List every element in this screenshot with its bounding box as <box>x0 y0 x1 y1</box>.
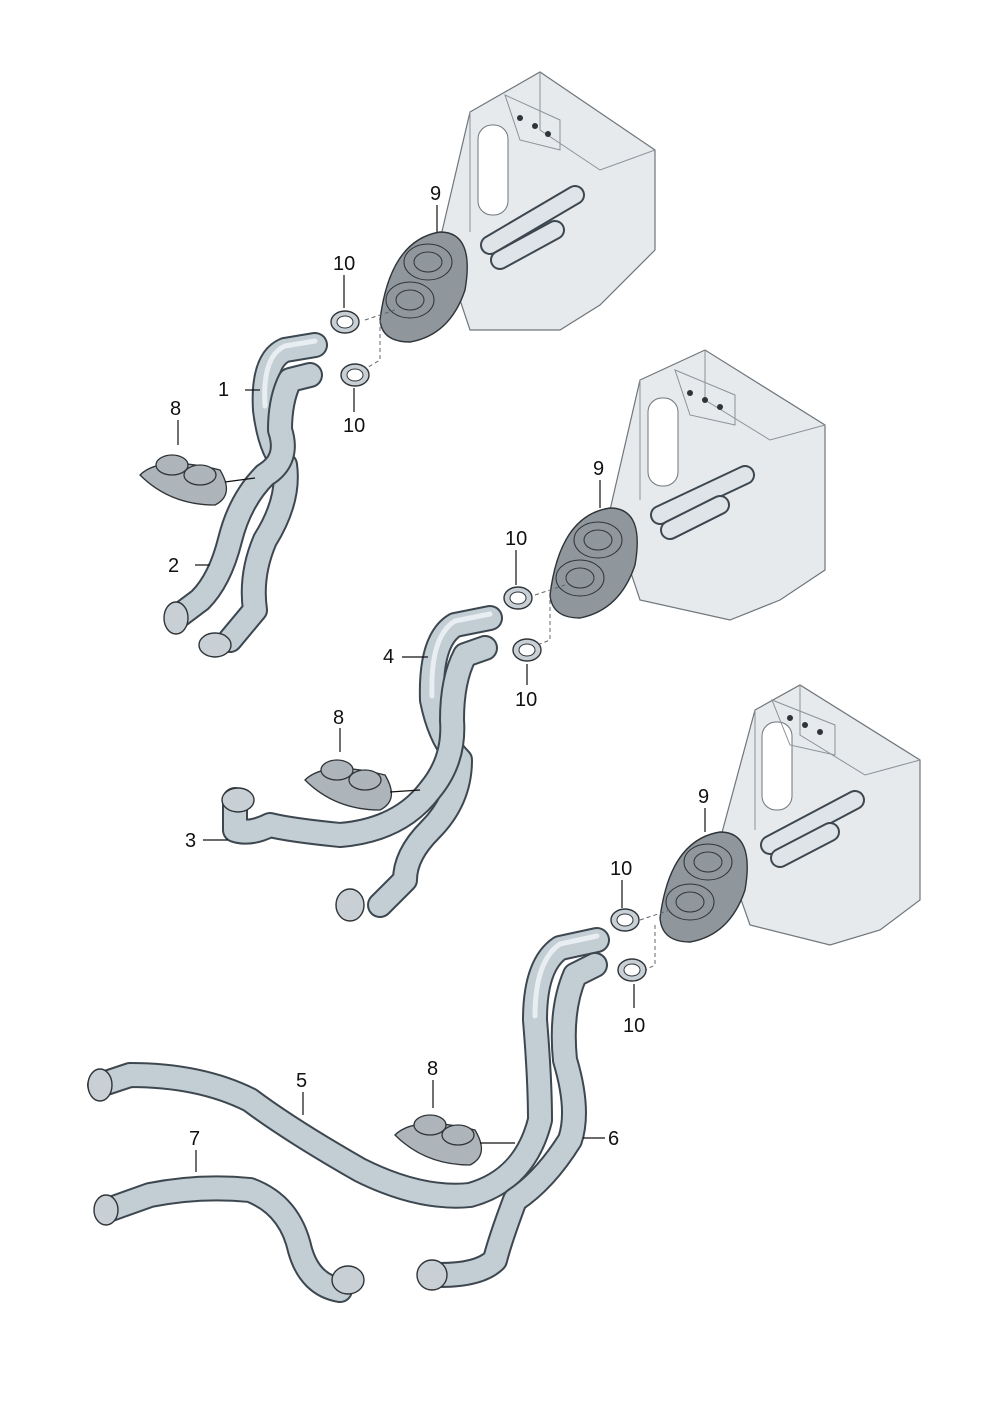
firewall-panel-3 <box>719 684 921 946</box>
hose-clamp-1b <box>340 363 370 387</box>
callout-9: 9 <box>430 183 441 205</box>
callout-8: 8 <box>170 398 181 420</box>
hose-end-clamp-2 <box>221 787 365 922</box>
callout-2: 2 <box>168 555 179 577</box>
callout-8-g2: 8 <box>333 707 344 729</box>
callout-10a-g3: 10 <box>610 858 632 880</box>
hose-clamp-3a <box>610 908 640 932</box>
firewall-panel-2 <box>609 349 826 621</box>
panel-seal-2 <box>549 507 638 619</box>
firewall-panel-1 <box>439 71 656 331</box>
callout-9-g3: 9 <box>698 786 709 808</box>
heater-hose-6 <box>427 952 608 1288</box>
heater-hose-3 <box>222 635 498 848</box>
callout-10b-g3: 10 <box>623 1015 645 1037</box>
rubber-grommet-3 <box>394 1114 482 1166</box>
hose-clamp-3b <box>617 958 647 982</box>
assembly-group-3: 5 6 7 8 9 10 10 <box>87 684 921 1303</box>
callout-8-g3: 8 <box>427 1058 438 1080</box>
hose-clamp-2b <box>512 638 542 662</box>
panel-seal-3 <box>659 831 748 943</box>
callout-7: 7 <box>189 1128 200 1150</box>
heater-hose-5 <box>87 927 610 1209</box>
panel-seal-1 <box>379 231 468 343</box>
callout-5: 5 <box>296 1070 307 1092</box>
assembly-group-1: 1 2 8 9 10 10 <box>139 71 656 658</box>
callout-10a-g2: 10 <box>505 528 527 550</box>
hose-clamp-1a <box>330 310 360 334</box>
heater-hose-7 <box>95 1175 353 1303</box>
hose-end-clamp-1 <box>163 601 232 658</box>
callout-4: 4 <box>383 646 394 668</box>
callout-10b: 10 <box>343 415 365 437</box>
callout-10b-g2: 10 <box>515 689 537 711</box>
callout-1: 1 <box>218 379 229 401</box>
callout-10a: 10 <box>333 253 355 275</box>
hose-end-clamp-3 <box>87 1068 448 1295</box>
assembly-group-2: 4 3 8 9 10 10 <box>185 349 826 922</box>
callout-3: 3 <box>185 830 196 852</box>
callout-9-g2: 9 <box>593 458 604 480</box>
callout-6: 6 <box>608 1128 619 1150</box>
hose-clamp-2a <box>503 586 533 610</box>
rubber-grommet-1 <box>139 454 227 506</box>
rubber-grommet-2 <box>304 759 392 811</box>
heater-hose-2 <box>167 362 323 628</box>
